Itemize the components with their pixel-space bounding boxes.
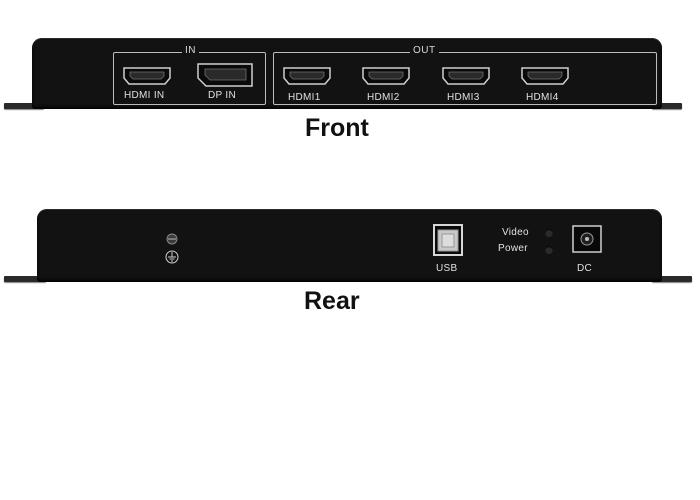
hdmi-in-label: HDMI IN xyxy=(124,90,165,101)
hdmi-port-icon xyxy=(283,67,331,85)
hdmi3-label: HDMI3 xyxy=(447,92,480,103)
hdmi1-label: HDMI1 xyxy=(288,92,321,103)
front-left-mounting-flange xyxy=(4,103,44,109)
front-right-mounting-flange xyxy=(652,103,682,109)
out-port-group: OUT xyxy=(273,45,657,105)
hdmi4-label: HDMI4 xyxy=(526,92,559,103)
dp-in-label: DP IN xyxy=(208,90,236,101)
power-led-label: Power xyxy=(498,243,528,254)
hdmi-port-icon xyxy=(442,67,490,85)
in-group-title: IN xyxy=(182,45,199,56)
in-port-group: IN xyxy=(113,45,266,105)
displayport-port-icon xyxy=(197,63,253,87)
video-led-label: Video xyxy=(502,227,529,238)
rear-caption: Rear xyxy=(304,287,360,315)
power-led-indicator xyxy=(545,246,553,254)
hdmi-port-icon xyxy=(123,67,171,85)
usb-label: USB xyxy=(436,263,458,274)
rear-chassis xyxy=(37,209,662,282)
hdmi2-label: HDMI2 xyxy=(367,92,400,103)
hdmi-port-icon xyxy=(362,67,410,85)
ground-screw-icon xyxy=(165,233,179,264)
dc-power-jack-icon xyxy=(572,225,602,253)
video-led-indicator xyxy=(545,229,553,237)
hdmi-port-icon xyxy=(521,67,569,85)
rear-right-mounting-flange xyxy=(652,276,692,282)
rear-left-mounting-flange xyxy=(4,276,46,282)
front-caption: Front xyxy=(305,114,369,142)
usb-b-port-icon xyxy=(433,224,463,256)
dc-label: DC xyxy=(577,263,593,274)
out-group-title: OUT xyxy=(410,45,439,56)
